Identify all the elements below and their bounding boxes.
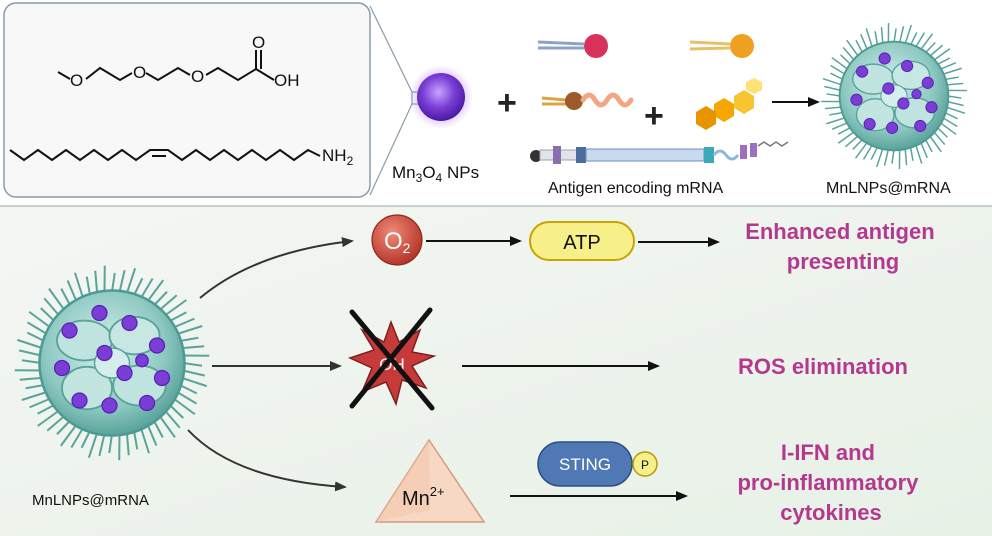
atp-label: ATP	[563, 232, 600, 254]
outcome-ifn-cytokines: I-IFN and pro-inflammatory cytokines	[737, 440, 924, 525]
atp-pill	[529, 221, 635, 261]
mn-triangle-facet	[376, 440, 430, 522]
chem-structure-box	[3, 2, 371, 198]
mrna-strand	[530, 141, 789, 164]
product-label: MnLNPs@mRNA	[826, 180, 951, 197]
plus-sign-1: +	[497, 84, 517, 122]
lipid-red	[537, 34, 608, 58]
arrow-to-o2	[199, 237, 354, 299]
outcome-ros-elimination: ROS elimination	[738, 354, 908, 379]
cross-mark	[349, 307, 435, 411]
phospho-label: P	[641, 458, 649, 472]
o2-molecule	[371, 214, 423, 266]
acid-hydroxyl: OH	[274, 71, 300, 90]
ether-oxygen-1: O	[133, 63, 146, 82]
mn3o4-label: Mn3O4 NPs	[392, 163, 479, 185]
arrow-to-mn	[187, 429, 347, 492]
ether-oxygen-2: O	[191, 67, 204, 86]
plus-sign-2: +	[644, 97, 664, 135]
phospho-badge	[632, 451, 658, 477]
carbonyl-oxygen: O	[252, 33, 265, 52]
mn3o4-nanoparticle	[417, 73, 465, 121]
source-label: MnLNPs@mRNA	[32, 492, 149, 509]
mrna-label: Antigen encoding mRNA	[548, 180, 724, 197]
outcome-antigen-presenting: Enhanced antigen presenting	[745, 219, 941, 274]
lipid-orange	[689, 34, 754, 58]
o2-label: O2	[384, 228, 411, 256]
sting-pill	[537, 441, 633, 487]
cholesterol	[696, 78, 762, 130]
peg-acid-structure	[57, 50, 275, 82]
mn-ion-label: Mn2+	[402, 484, 445, 510]
lipid-brown-peg	[541, 92, 634, 110]
product-lnp	[820, 22, 968, 170]
oleylamine-structure	[9, 148, 321, 162]
methoxy-oxygen: O	[70, 71, 83, 90]
sting-label: STING	[559, 455, 611, 474]
amine-group: NH2	[322, 146, 354, 168]
